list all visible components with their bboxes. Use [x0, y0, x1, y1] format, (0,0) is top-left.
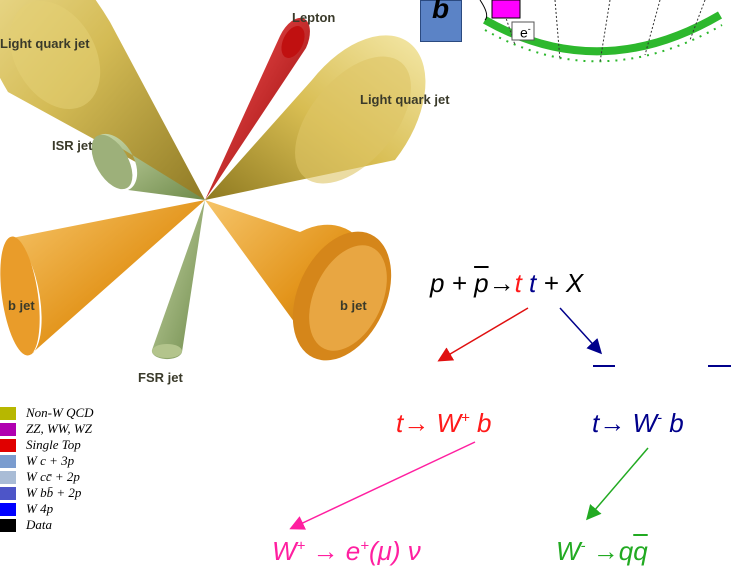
legend-swatch: [0, 518, 16, 532]
arrow-hadron-decay: [586, 447, 649, 521]
b-quark-box: b: [420, 0, 462, 42]
detector-fragment: [479, 0, 723, 63]
antitop-decay-arrow: →: [599, 408, 626, 438]
antitop-decay-sup: -: [657, 409, 663, 427]
legend-swatch: [0, 454, 16, 468]
legend-swatch: [0, 502, 16, 516]
top-decay-sup: +: [461, 409, 470, 427]
w-plus-decay-w: W: [272, 536, 297, 566]
isr-jet-cone: [100, 133, 205, 200]
label-isr-jet: ISR jet: [52, 138, 93, 153]
arrow-lepton-decay: [289, 441, 476, 530]
legend-label: Single Top: [26, 437, 81, 452]
w-plus-decay-e: e: [345, 536, 361, 566]
detector-electron-label: e-: [520, 24, 531, 41]
eq-main-rest: + X: [536, 268, 584, 298]
w-plus-decay-rest: (μ) ν: [369, 536, 421, 566]
label-b-jet-right: b jet: [340, 298, 367, 313]
antitop-decay-equation: t→ W- b: [592, 408, 684, 439]
antitop-decay-w: W: [632, 408, 658, 438]
label-light-quark-jet-left: Light quark jet: [0, 36, 90, 51]
legend-label: W cc̄ + 2p: [26, 469, 80, 484]
b-quark-box-letter: b: [432, 0, 450, 24]
b-jet-left-cone: [12, 200, 205, 355]
label-fsr-jet: FSR jet: [138, 370, 183, 385]
eq-main-lhs: p +: [430, 268, 475, 298]
w-minus-decay-w: W: [556, 536, 581, 566]
detector-electron-letter: e: [520, 24, 528, 41]
arrow-top-decay: [437, 307, 529, 362]
top-decay-t: t: [396, 408, 404, 438]
fsr-jet-cone: [151, 200, 205, 360]
detector-electron-sup: -: [527, 24, 531, 34]
arrow-antitop-decay: [559, 307, 603, 355]
w-plus-decay-sup: +: [296, 537, 306, 555]
w-minus-decay-qbar: q: [633, 536, 648, 566]
top-decay-b: b: [469, 408, 492, 438]
w-minus-decay-sup: -: [580, 537, 586, 555]
legend-item: W cc̄ + 2p: [0, 469, 94, 485]
legend-swatch: [0, 422, 16, 436]
lepton-cone: [205, 17, 310, 201]
production-equation: p + p→t t + X: [430, 268, 583, 299]
eq-main-arrow: →: [488, 268, 515, 298]
antitop-decay-b: b: [662, 408, 684, 438]
legend-label: Data: [26, 517, 52, 532]
legend-item: Data: [0, 517, 94, 533]
legend-item: W 4p: [0, 501, 94, 517]
decay-arrows: [289, 307, 649, 530]
legend-item: W c + 3p: [0, 453, 94, 469]
top-decay-equation: t→ W+ b: [396, 408, 491, 439]
w-minus-decay-arrow: →: [585, 536, 619, 566]
legend-item: ZZ, WW, WZ: [0, 421, 94, 437]
legend-swatch: [0, 406, 16, 420]
legend-label: W bb̄ + 2p: [26, 485, 82, 500]
eq-main-top: t: [514, 268, 522, 298]
legend-item: Non-W QCD: [0, 405, 94, 421]
label-lepton: Lepton: [292, 10, 336, 25]
legend-label: Non-W QCD: [26, 405, 94, 420]
legend-label: W c + 3p: [26, 453, 75, 468]
legend-swatch: [0, 470, 16, 484]
top-decay-arrow: →: [403, 408, 430, 438]
legend-swatch: [0, 486, 16, 500]
legend-item: W bb̄ + 2p: [0, 485, 94, 501]
w-minus-decay-q: q: [618, 536, 634, 566]
w-plus-decay-equation: W+ → e+(μ) ν: [272, 536, 421, 567]
top-decay-w: W: [436, 408, 462, 438]
label-light-quark-jet-right: Light quark jet: [360, 92, 450, 107]
legend-label: W 4p: [26, 501, 54, 516]
legend-swatch: [0, 438, 16, 452]
jet-cones: [0, 0, 426, 361]
w-minus-decay-equation: W- →qq: [556, 536, 648, 567]
w-plus-decay-esup: +: [360, 537, 369, 555]
label-b-jet-left: b jet: [8, 298, 35, 313]
eq-main-antitop: t: [529, 268, 537, 298]
w-plus-decay-arrow: →: [305, 536, 346, 566]
legend-label: ZZ, WW, WZ: [26, 421, 92, 436]
legend-item: Single Top: [0, 437, 94, 453]
antitop-decay-t: t: [592, 408, 600, 438]
eq-main-pbar: p: [474, 268, 489, 298]
